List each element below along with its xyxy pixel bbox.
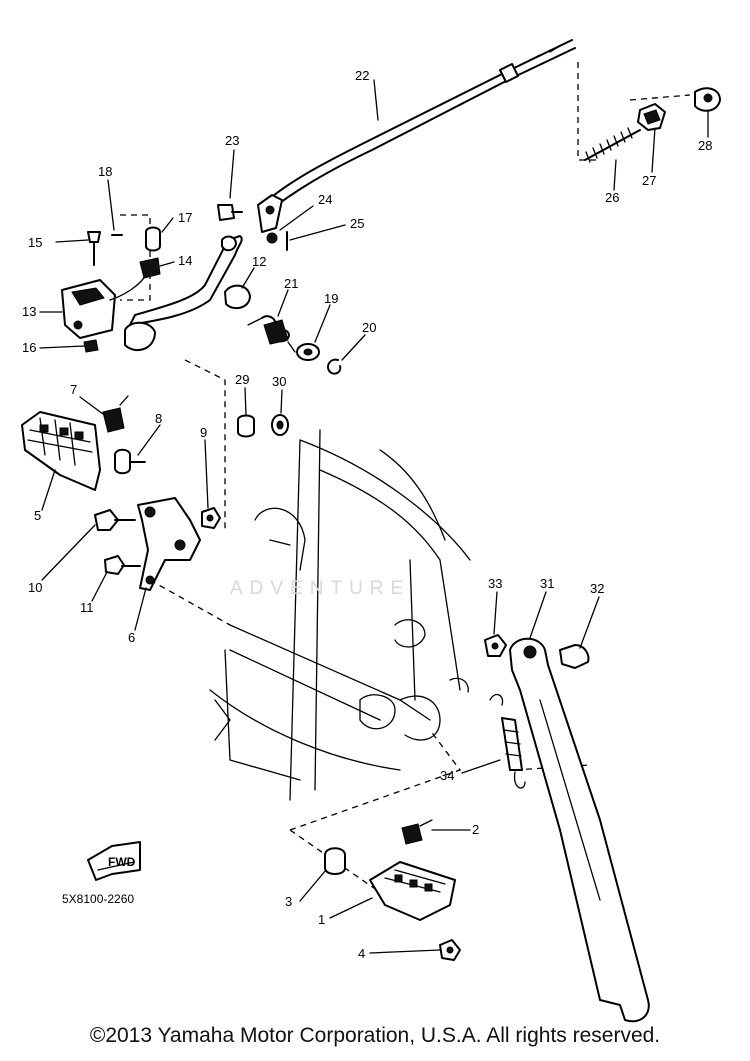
callout-27: 27 <box>642 173 656 188</box>
callout-15: 15 <box>28 235 42 250</box>
part-17-collar <box>145 226 161 252</box>
part-29-bolt <box>237 414 255 438</box>
part-28-nut <box>694 87 721 112</box>
part-24-clevis <box>257 194 283 244</box>
part-31-sidestand <box>509 637 650 1023</box>
callout-30: 30 <box>272 374 286 389</box>
callout-23: 23 <box>225 133 239 148</box>
part-14-spring <box>109 257 161 301</box>
callout-33: 33 <box>488 576 502 591</box>
callout-12: 12 <box>252 254 266 269</box>
part-21-spring <box>247 315 296 353</box>
frame-outline <box>209 429 471 801</box>
callout-20: 20 <box>362 320 376 335</box>
part-9-nut <box>201 507 221 529</box>
callout-29: 29 <box>235 372 249 387</box>
callout-18: 18 <box>98 164 112 179</box>
part-2-spring <box>401 819 433 845</box>
part-34-spring <box>489 693 526 789</box>
callout-10: 10 <box>28 580 42 595</box>
callout-16: 16 <box>22 340 36 355</box>
part-5-footrest <box>21 411 101 491</box>
part-4-nut <box>439 939 461 961</box>
callout-17: 17 <box>178 210 192 225</box>
callout-34: 34 <box>440 768 454 783</box>
part-6-bracket <box>137 497 201 591</box>
copyright-notice: ©2013 Yamaha Motor Corporation, U.S.A. A… <box>89 1024 661 1047</box>
callout-25: 25 <box>350 216 364 231</box>
callout-19: 19 <box>324 291 338 306</box>
part-10-bolt <box>94 509 136 531</box>
callout-labels: 22 23 24 25 26 27 28 17 18 15 14 12 13 1… <box>22 68 712 961</box>
callout-6: 6 <box>128 630 135 645</box>
part-27-wing-nut <box>637 103 666 131</box>
callout-24: 24 <box>318 192 332 207</box>
callout-4: 4 <box>358 946 365 961</box>
part-16-nut <box>83 339 99 353</box>
part-15-bolt <box>87 231 101 266</box>
callout-11: 11 <box>80 600 94 615</box>
part-12-brake-pedal <box>124 235 251 352</box>
part-7-spring <box>102 395 129 433</box>
part-22-rod <box>261 39 576 216</box>
callout-7: 7 <box>70 382 77 397</box>
part-1-footrest <box>369 861 456 921</box>
callout-14: 14 <box>178 253 192 268</box>
part-19-washer <box>296 343 320 361</box>
part-11-bolt <box>104 555 141 575</box>
callout-13: 13 <box>22 304 36 319</box>
part-20-clip <box>327 358 342 375</box>
drawing-code: 5X8100-2260 <box>62 892 134 906</box>
part-32-bolt <box>559 644 590 669</box>
callout-3: 3 <box>285 894 292 909</box>
callout-21: 21 <box>284 276 298 291</box>
part-13-master-cylinder <box>61 279 116 339</box>
part-3-bolt <box>324 847 346 875</box>
callout-1: 1 <box>318 912 325 927</box>
part-33-nut <box>484 634 507 657</box>
watermark: ADVENTURE <box>230 578 411 599</box>
callout-26: 26 <box>605 190 619 205</box>
callout-31: 31 <box>540 576 554 591</box>
part-30-washer <box>271 414 289 436</box>
callout-2: 2 <box>472 822 479 837</box>
part-26-spring <box>584 127 641 163</box>
part-23-bolt <box>217 204 243 221</box>
callout-22: 22 <box>355 68 369 83</box>
callout-32: 32 <box>590 581 604 596</box>
callout-8: 8 <box>155 411 162 426</box>
fwd-label: FWD <box>108 855 136 869</box>
callout-9: 9 <box>200 425 207 440</box>
leader-lines <box>39 79 709 954</box>
callout-28: 28 <box>698 138 712 153</box>
fwd-arrow <box>87 841 141 881</box>
part-8-bolt <box>114 448 146 475</box>
callout-5: 5 <box>34 508 41 523</box>
